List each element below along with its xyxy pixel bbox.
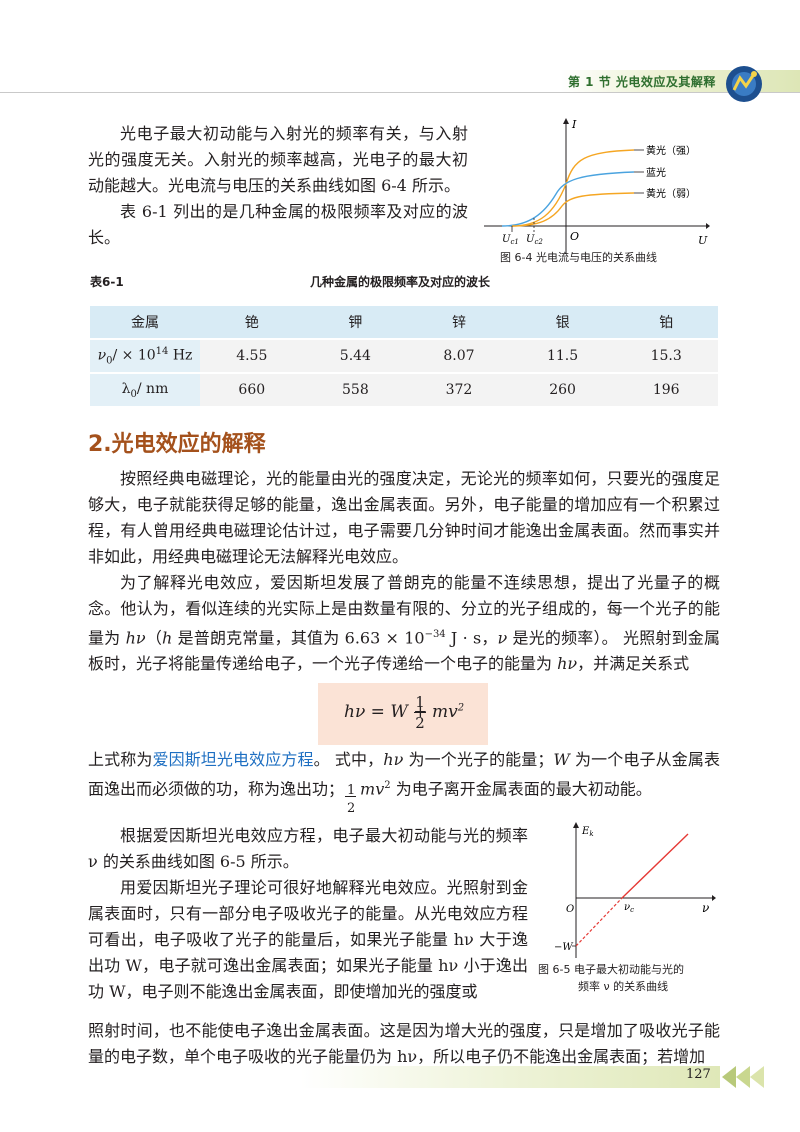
- header-rule: [0, 92, 800, 93]
- uc2-label: Uc2: [526, 234, 543, 246]
- page-number: 127: [686, 1067, 711, 1082]
- y-axis-label: I: [571, 118, 577, 131]
- table-header-cell: 铂: [614, 304, 718, 339]
- curve-yellow-strong: [511, 149, 635, 227]
- intro-text: 光电子最大初动能与入射光的频率有关，与入射光的强度无关。入射光的频率越高，光电子…: [88, 121, 468, 251]
- curve-yellow-weak: [511, 192, 635, 227]
- table-cell: 558: [303, 372, 408, 406]
- intercept-label: −W: [554, 942, 573, 953]
- origin-label: O: [570, 230, 579, 243]
- table-cell: 8.07: [407, 338, 511, 373]
- y-axis-arrow: [563, 118, 569, 124]
- table-cell: 372: [407, 372, 511, 406]
- table-cell: 196: [614, 372, 718, 406]
- figure-6-5-energy-frequency: Ek ν O νc −W: [554, 822, 716, 958]
- figure-6-5-caption-line-1: 图 6-5 电子最大初动能与光的: [538, 963, 684, 976]
- curve-blue: [501, 171, 635, 227]
- table-title: 几种金属的极限频率及对应的波长: [310, 275, 491, 289]
- table-row-wavelength: λ0/ nm 660 558 372 260 196: [90, 372, 718, 406]
- equation-name: 爱因斯坦光电效应方程: [152, 750, 314, 769]
- x-axis-arrow: [706, 223, 710, 229]
- lower-text: 根据爱因斯坦光电效应方程，电子最大初动能与光的频率 ν 的关系曲线如图 6-5 …: [88, 823, 528, 1005]
- section-heading: 2.光电效应的解释: [88, 432, 266, 457]
- table-header-row: 金属 铯 钾 锌 银 铂: [90, 304, 718, 339]
- extrapolated-line: [575, 897, 623, 947]
- section-header: 第 1 节 光电效应及其解释: [568, 75, 716, 89]
- y-axis-label: Ek: [581, 826, 594, 838]
- label-yellow-strong: 黄光（强）: [646, 144, 696, 157]
- table-row-label: ν0/ × 1014 Hz: [90, 338, 200, 373]
- lower-paragraph-2: 用爱因斯坦光子理论可很好地解释光电效应。光照射到金属表面时，只有一部分电子吸收光…: [88, 878, 528, 1001]
- table-header-cell: 铯: [200, 304, 304, 339]
- table-header-cell: 钾: [303, 304, 408, 339]
- figure-6-5-caption-line-2: 频率 ν 的关系曲线: [578, 980, 669, 993]
- lower-text-continued: 照射时间，也不能使电子逸出金属表面。这是因为增大光的强度，只是增加了吸收光子能量…: [88, 1018, 720, 1070]
- table-header-cell: 金属: [90, 304, 200, 339]
- energy-line: [621, 833, 689, 899]
- table-header-cell: 银: [510, 304, 615, 339]
- table-cell: 5.44: [303, 338, 408, 373]
- table-cell: 660: [200, 372, 304, 406]
- lower-paragraph-3: 照射时间，也不能使电子逸出金属表面。这是因为增大光的强度，只是增加了吸收光子能量…: [88, 1021, 720, 1066]
- lower-paragraph-1: 根据爱因斯坦光电效应方程，电子最大初动能与光的频率 ν 的关系曲线如图 6-5 …: [88, 826, 528, 871]
- table-row-frequency: ν0/ × 1014 Hz 4.55 5.44 8.07 11.5 15.3: [90, 338, 718, 373]
- uc1-label: Uc1: [502, 234, 519, 246]
- intro-paragraph-1: 光电子最大初动能与入射光的频率有关，与入射光的强度无关。入射光的频率越高，光电子…: [88, 124, 468, 195]
- footer-band: [300, 1066, 720, 1088]
- label-blue: 蓝光: [646, 166, 666, 179]
- chapter-logo-icon: [726, 66, 762, 102]
- section-text: 按照经典电磁理论，光的能量由光的强度决定，无论光的频率如何，只要光的强度足够大，…: [88, 466, 720, 677]
- table-cell: 4.55: [200, 338, 304, 373]
- table-row-label: λ0/ nm: [90, 372, 200, 406]
- table-cell: 15.3: [614, 338, 718, 373]
- figure-6-4-caption: 图 6-4 光电流与电压的关系曲线: [500, 251, 657, 264]
- section-paragraph-2: 为了解释光电效应，爱因斯坦发展了普朗克的能量不连续思想，提出了光量子的概念。他认…: [88, 573, 720, 674]
- section-paragraph-1: 按照经典电磁理论，光的能量由光的强度决定，无论光的频率如何，只要光的强度足够大，…: [88, 469, 720, 566]
- metal-threshold-table: 金属 铯 钾 锌 银 铂 ν0/ × 1014 Hz 4.55 5.44 8.0…: [90, 304, 718, 406]
- table-cell: 11.5: [510, 338, 615, 373]
- formula-right: mv2: [432, 702, 465, 722]
- label-yellow-weak: 黄光（弱）: [646, 187, 696, 200]
- equation-explanation: 上式称为爱因斯坦光电效应方程。 式中，hν 为一个光子的能量；W 为一个电子从金…: [88, 750, 720, 817]
- x-axis-label: U: [698, 234, 708, 247]
- x-axis-label: ν: [702, 901, 709, 915]
- intro-paragraph-2: 表 6-1 列出的是几种金属的极限频率及对应的波长。: [88, 202, 468, 247]
- nu-c-label: νc: [624, 902, 634, 914]
- table-label: 表6-1: [90, 275, 124, 289]
- figure-6-4-current-voltage: I U O Uc1 Uc2 黄光（强） 蓝光 黄光（弱）: [484, 118, 710, 254]
- table-cell: 260: [510, 372, 615, 406]
- formula-left: hν = W +: [344, 702, 428, 722]
- page-arrows-icon: [722, 1066, 764, 1088]
- origin-label: O: [566, 904, 574, 915]
- table-header-cell: 锌: [407, 304, 511, 339]
- y-axis-arrow: [573, 822, 579, 828]
- x-axis-arrow: [712, 895, 716, 901]
